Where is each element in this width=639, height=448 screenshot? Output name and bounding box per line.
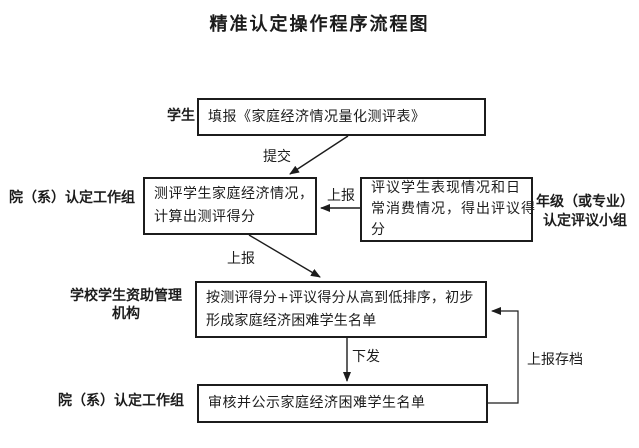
actor-label-line: 学生 [167,108,195,124]
node-text-line: 评议学生表现情况和日 [371,180,521,196]
edge-submit-line [289,135,349,175]
edge-label-report-left: 上报 [327,188,355,204]
actor-label-department-workgroup-bottom: 院（系）认定工作组 [58,392,184,411]
actor-label-line: 认定评议小组 [543,213,627,229]
edge-label-archive: 上报存档 [527,352,583,368]
edge-archive-loop-line [488,307,519,404]
node-text-line: 测评学生家庭经济情况， [154,186,314,202]
node-review-performance-box: 评议学生表现情况和日 常消费情况，得出评议得 分 [360,177,536,242]
actor-label-line: 院（系）认定工作组 [9,190,135,206]
actor-label-line: 院（系）认定工作组 [58,393,184,409]
node-rank-list-box: 按测评得分+评议得分从高到低排序，初步 形成家庭经济困难学生名单 [195,281,487,338]
node-evaluate-economic-box: 测评学生家庭经济情况， 计算出测评得分 [143,177,317,235]
actor-label-line: 学校学生资助管理 [70,288,182,304]
edge-label-submit: 提交 [263,149,291,165]
node-text-line: 形成家庭经济困难学生名单 [206,312,377,329]
actor-label-grade-review-group: 年级（或专业） 认定评议小组 [533,193,637,231]
actor-label-line: 年级（或专业） [536,194,634,210]
node-text-line: 计算出测评得分 [154,209,256,225]
node-review-publicize-box: 审核并公示家庭经济困难学生名单 [197,384,488,423]
actor-label-school-aid-agency: 学校学生资助管理 机构 [62,287,190,323]
node-fill-form-box: 填报《家庭经济情况量化测评表》 [197,98,486,136]
actor-label-student: 学生 [153,107,195,126]
actor-label-department-workgroup: 院（系）认定工作组 [6,189,138,208]
node-text-line: 常消费情况，得出评议得 [371,201,536,217]
actor-label-line: 机构 [112,306,140,322]
edge-label-issue-down: 下发 [352,349,380,365]
node-text-line: 按测评得分+评议得分从高到低排序，初步 [206,289,474,306]
edge-label-report-down: 上报 [227,251,255,267]
page-title: 精准认定操作程序流程图 [209,14,430,35]
node-text-line: 填报《家庭经济情况量化测评表》 [208,108,426,125]
node-text-line: 审核并公示家庭经济困难学生名单 [208,395,426,411]
node-text-line: 分 [371,222,386,238]
edge-report-down-line [248,234,321,278]
